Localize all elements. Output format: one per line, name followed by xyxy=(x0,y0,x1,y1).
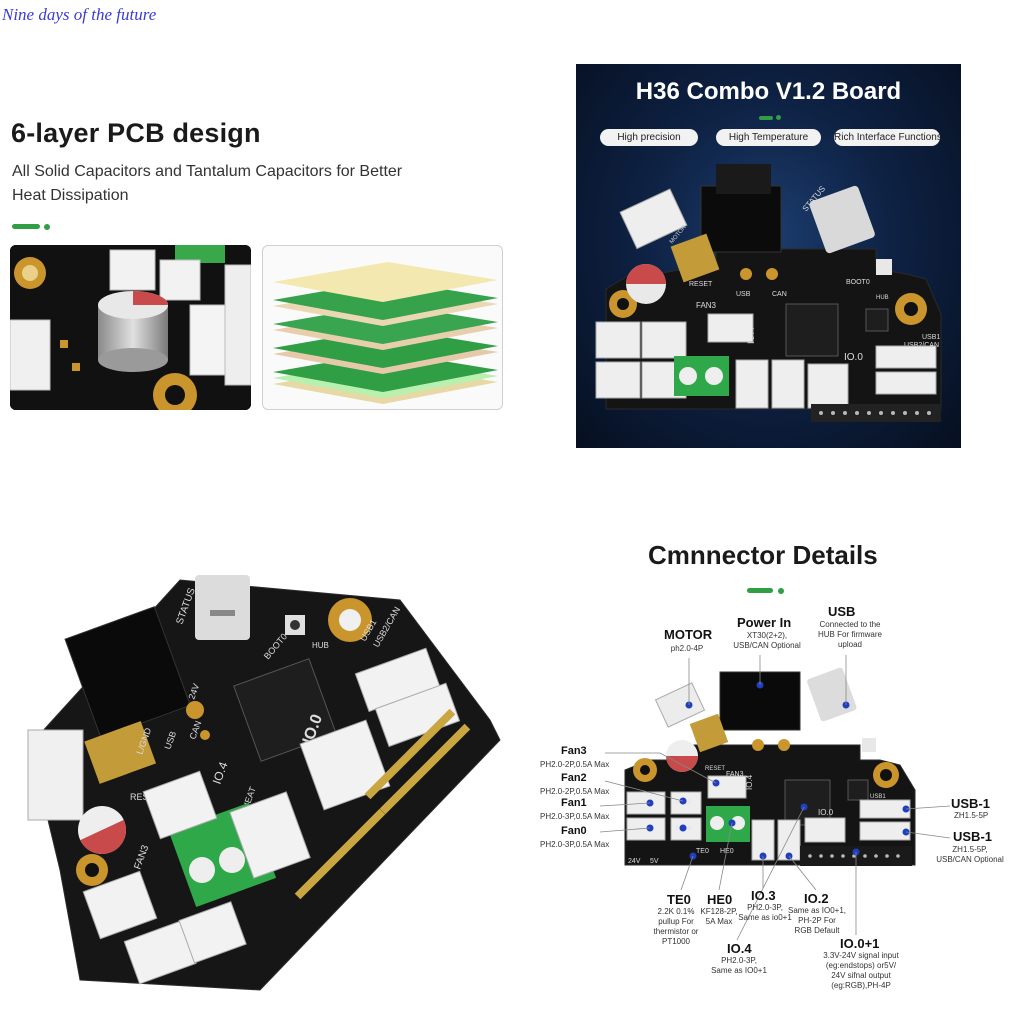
board-promo-panel: H36 Combo V1.2 Board High precision High… xyxy=(576,64,961,448)
closeup-photo xyxy=(10,245,251,410)
fan0-desc: PH2.0-3P,0.5A Max xyxy=(540,840,610,849)
motor-desc: ph2.0-4P xyxy=(670,644,704,653)
board-promo-title: H36 Combo V1.2 Board xyxy=(635,78,902,105)
usb1-label-b: USB-1 xyxy=(953,829,993,844)
silk-fan2: FAN2 xyxy=(676,800,692,806)
silk-reset: RESET xyxy=(689,281,713,288)
silk-hub: HUB xyxy=(312,641,329,650)
feature-pill-precision: High precision xyxy=(600,129,698,146)
accent-dot xyxy=(44,224,50,230)
board-render-top: STATUS MOTOR USB CAN RESET FAN3 BOOT0 HU… xyxy=(595,164,942,422)
motor-label: MOTOR xyxy=(664,627,713,642)
power-in-desc: XT30(2+2),USB/CAN Optional xyxy=(733,631,801,650)
fan1-label: Fan1 xyxy=(561,797,587,809)
silk-reset: RESET xyxy=(705,766,725,772)
silk-io4: IO.4 xyxy=(745,774,754,790)
silk-hub: HUB xyxy=(876,295,889,301)
fan3-desc: PH2.0-2P,0.5A Max xyxy=(540,760,610,769)
fan2-desc: PH2.0-2P,0.5A Max xyxy=(540,787,610,796)
io4-label: IO.4 xyxy=(727,941,752,956)
silk-24v: 24V xyxy=(628,858,641,865)
silk-te0: TE0 xyxy=(696,848,709,855)
io01-desc: 3.3V-24V signal input(eg:endstops) or5V/… xyxy=(823,951,899,990)
he0-desc: KF128-2P,5A Max xyxy=(700,907,738,926)
accent-bar xyxy=(759,116,773,120)
feature-pill-temperature: High Temperature xyxy=(716,129,821,146)
silk-usb1: USB1 xyxy=(922,334,940,341)
accent-dot xyxy=(778,588,784,594)
silk-io0: IO.0 xyxy=(818,808,834,817)
io2-label: IO.2 xyxy=(804,891,829,906)
usb-label: USB xyxy=(828,604,856,619)
accent-bar xyxy=(12,224,40,229)
fan2-label: Fan2 xyxy=(561,772,587,784)
silk-can: CAN xyxy=(772,291,787,298)
io3-label: IO.3 xyxy=(751,888,776,903)
he0-label: HE0 xyxy=(707,892,733,907)
io4-desc: PH2.0-3P,Same as IO0+1 xyxy=(711,956,767,975)
power-in-label: Power In xyxy=(737,615,792,630)
silk-fan3: FAN3 xyxy=(696,301,717,310)
fan1-desc: PH2.0-3P,0.5A Max xyxy=(540,812,610,821)
silk-fan0: FAN0 xyxy=(676,826,692,832)
silk-usb: USB xyxy=(736,291,751,298)
pcb-design-subtitle: All Solid Capacitors and Tantalum Capaci… xyxy=(12,163,403,204)
fan3-label: Fan3 xyxy=(561,745,587,757)
usb1-label-a: USB-1 xyxy=(951,796,991,811)
fan0-label: Fan0 xyxy=(561,825,587,837)
silk-5v: 5V xyxy=(650,858,659,865)
pcb-layers-illustration xyxy=(262,245,503,410)
io3-desc: PH2.0-3P,Same as io0+1 xyxy=(738,903,792,922)
usb1-desc-b: ZH1.5-5P,USB/CAN Optional xyxy=(936,845,1004,864)
pcb-design-title: 6-layer PCB design xyxy=(11,118,261,148)
io01-label: IO.0+1 xyxy=(840,936,880,951)
usb1-desc-a: ZH1.5-5P xyxy=(954,811,989,820)
silk-usb1: USB1 xyxy=(870,794,886,800)
board-render-angled: STATUS BOOT0 HUB USB1 USB2/CAN IO.0 IO.4… xyxy=(27,575,501,991)
silk-io0: IO.0 xyxy=(844,352,863,363)
accent-bar xyxy=(747,588,773,593)
silk-boot: BOOT0 xyxy=(846,279,870,286)
feature-pill-interfaces: Rich Interface Functions xyxy=(834,129,942,146)
watermark-text: Nine days of the future xyxy=(2,5,157,24)
accent-dot xyxy=(776,115,781,120)
te0-label: TE0 xyxy=(667,892,691,907)
connector-details-title: Cmnnector Details xyxy=(648,540,878,570)
silk-fan3: FAN3 xyxy=(726,771,744,778)
silk-he0: HE0 xyxy=(720,848,734,855)
